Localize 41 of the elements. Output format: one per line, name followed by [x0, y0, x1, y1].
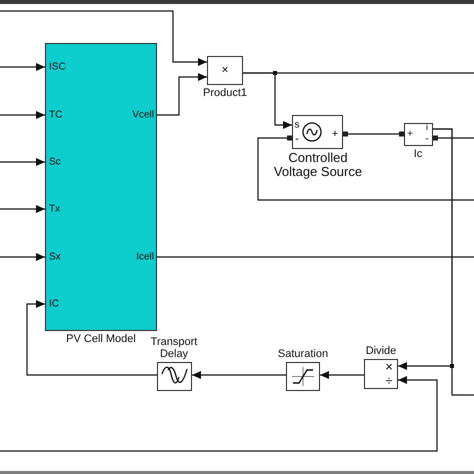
port-label: Tx — [49, 204, 60, 214]
connector — [433, 128, 474, 396]
block-label: Transport Delay — [150, 336, 198, 360]
connector — [157, 73, 207, 116]
connector — [343, 132, 404, 136]
block-label: Controlled Voltage Source — [272, 151, 364, 180]
connector — [0, 111, 45, 119]
connector — [0, 253, 45, 261]
connector — [192, 371, 286, 379]
block-label: Ic — [414, 148, 422, 160]
block-label: PV Cell Model — [66, 333, 136, 346]
port-label: Sc — [49, 156, 61, 168]
connector — [26, 300, 157, 376]
operator-sign: ÷ — [385, 374, 393, 388]
port-label: - — [295, 132, 299, 146]
port-label: Icell — [136, 252, 154, 262]
connector — [433, 136, 474, 140]
connector — [0, 10, 207, 66]
port-label: i — [426, 123, 428, 133]
connector — [320, 371, 364, 379]
block-label: Saturation — [278, 348, 328, 360]
operator-sign: × — [385, 360, 393, 374]
connector — [0, 63, 45, 71]
port-label: IC — [49, 298, 59, 310]
block-label: Divide — [366, 344, 396, 357]
operator-sign: × — [222, 63, 228, 77]
port-label: ISC — [49, 62, 66, 72]
port-label: s — [294, 120, 300, 130]
port-label: TC — [49, 110, 62, 120]
connector — [0, 158, 45, 166]
port-label: Vcell — [132, 110, 154, 120]
connector — [0, 376, 438, 452]
connector — [157, 256, 474, 258]
port-label: Sx — [49, 252, 61, 262]
connector — [0, 205, 45, 213]
port-label: + — [407, 128, 413, 140]
block-label: Product1 — [202, 87, 248, 100]
port-label: + — [332, 128, 338, 140]
port-label: - — [425, 134, 429, 144]
connector — [243, 72, 474, 74]
connector — [257, 136, 474, 201]
